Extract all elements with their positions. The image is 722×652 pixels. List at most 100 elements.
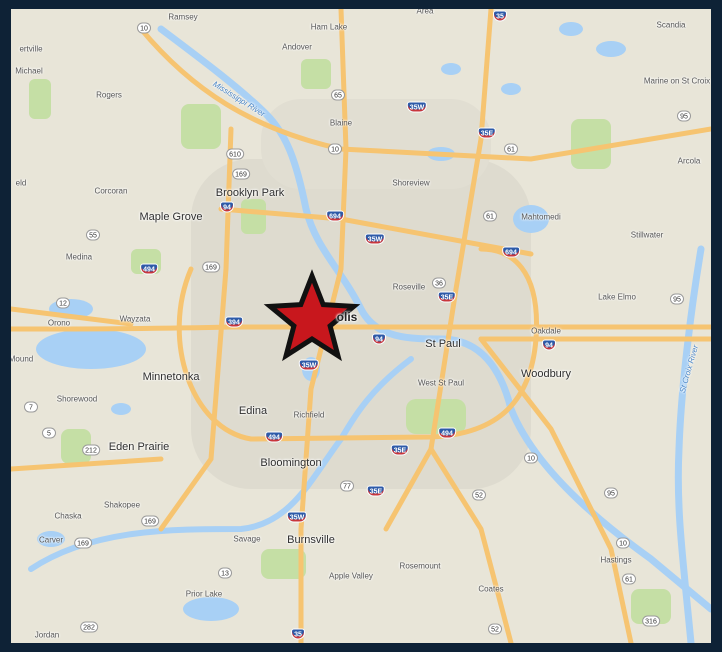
place-label: Carver [38,535,64,545]
i-35e [383,9,494,532]
star-marker-shape [263,269,361,362]
us-212 [11,456,164,472]
map-canvas[interactable] [11,9,711,643]
place-label: Marine on St Croix [643,76,711,86]
place-label: Edina [238,405,268,417]
place-label: Apple Valley [329,571,373,581]
place-label: Corcoran [94,186,128,196]
star-marker-icon[interactable] [263,269,361,362]
place-label: Woodbury [521,368,571,380]
interstate-shield-icon: 35W [364,233,386,245]
route-shield-icon: 169 [74,537,92,549]
route-shield-icon: 169 [232,168,250,180]
us-52 [428,446,514,643]
lake [501,83,521,95]
place-label: Ramsey [168,12,198,22]
place-label: eld [15,178,27,188]
place-label: Brooklyn Park [215,187,285,199]
route-shield-icon: 52 [488,623,502,635]
place-label: West St Paul [417,378,465,388]
route-shield-icon: 7 [24,401,38,413]
lake [111,403,131,415]
place-label: Rogers [96,90,122,100]
us-12 [11,306,134,327]
route-shield-icon: 65 [331,89,345,101]
interstate-shield-icon: 94 [542,339,556,351]
place-label: St Paul [425,338,461,350]
i-494-ring [176,246,540,442]
mississippi-river [157,25,711,613]
i-94-west [11,324,711,332]
route-shield-icon: 95 [670,293,684,305]
route-shield-icon: 55 [86,229,100,241]
route-shield-icon: 77 [340,480,354,492]
place-label: Minnetonka [142,371,200,383]
interstate-shield-icon: 94 [220,201,234,213]
place-label: Jordan [34,630,60,640]
route-shield-icon: 52 [472,489,486,501]
interstate-shield-icon: 35W [406,101,428,113]
route-shield-icon: 5 [42,427,56,439]
place-label: Rosemount [399,561,441,571]
interstate-shield-icon: 494 [140,263,158,275]
route-shield-icon: 10 [616,537,630,549]
place-label: Maple Grove [139,211,203,223]
route-shield-icon: 169 [202,261,220,273]
place-label: Chaska [54,511,82,521]
place-label: Michael [15,66,43,76]
place-label: Roseville [392,282,426,292]
park [29,79,51,119]
place-label: Oakdale [531,326,561,336]
place-label: Shakopee [103,500,141,510]
interstate-shield-icon: 494 [265,431,283,443]
place-label: Hastings [600,555,632,565]
route-shield-icon: 61 [504,143,518,155]
route-shield-icon: 169 [141,515,159,527]
place-label: Bloomington [260,457,322,469]
place-label: Lake Elmo [598,292,636,302]
place-label: Wayzata [119,314,151,324]
route-shield-icon: 36 [432,277,446,289]
place-label: Savage [233,534,261,544]
park [301,59,331,89]
place-label: Area [416,6,434,16]
park [181,104,221,149]
place-label: Prior Lake [185,589,223,599]
route-shield-icon: 12 [56,297,70,309]
interstate-shield-icon: 35 [493,10,507,22]
us-61 [478,336,634,643]
park [61,429,91,464]
route-shield-icon: 95 [677,110,691,122]
interstate-shield-icon: 694 [326,210,344,222]
interstate-shield-icon: 35 [291,628,305,640]
rivers [28,25,711,643]
place-label: ertville [19,44,43,54]
interstate-shield-icon: 494 [438,427,456,439]
interstate-shield-icon: 394 [225,316,243,328]
place-label: Shorewood [56,394,98,404]
place-label: Scandia [656,20,686,30]
lake-minnetonka [36,329,146,369]
route-shield-icon: 10 [328,143,342,155]
place-label: Coates [478,584,504,594]
urban-north [261,99,491,189]
parks [29,59,671,624]
place-label: Arcola [677,156,701,166]
interstate-shield-icon: 94 [372,333,386,345]
route-shield-icon: 61 [483,210,497,222]
place-label: olis [336,310,358,324]
interstate-shield-icon: 694 [502,246,520,258]
place-label: Ham Lake [310,22,348,32]
place-label: Shoreview [392,178,430,188]
lake [441,63,461,75]
place-label: Eden Prairie [108,441,170,453]
route-shield-icon: 212 [82,444,100,456]
lake [559,22,583,36]
lake [37,531,65,547]
place-label: Andover [282,42,312,52]
place-label: Stillwater [630,230,664,240]
route-shield-icon: 61 [622,573,636,585]
place-label: Mahtomedi [521,212,561,222]
route-shield-icon: 610 [226,148,244,160]
